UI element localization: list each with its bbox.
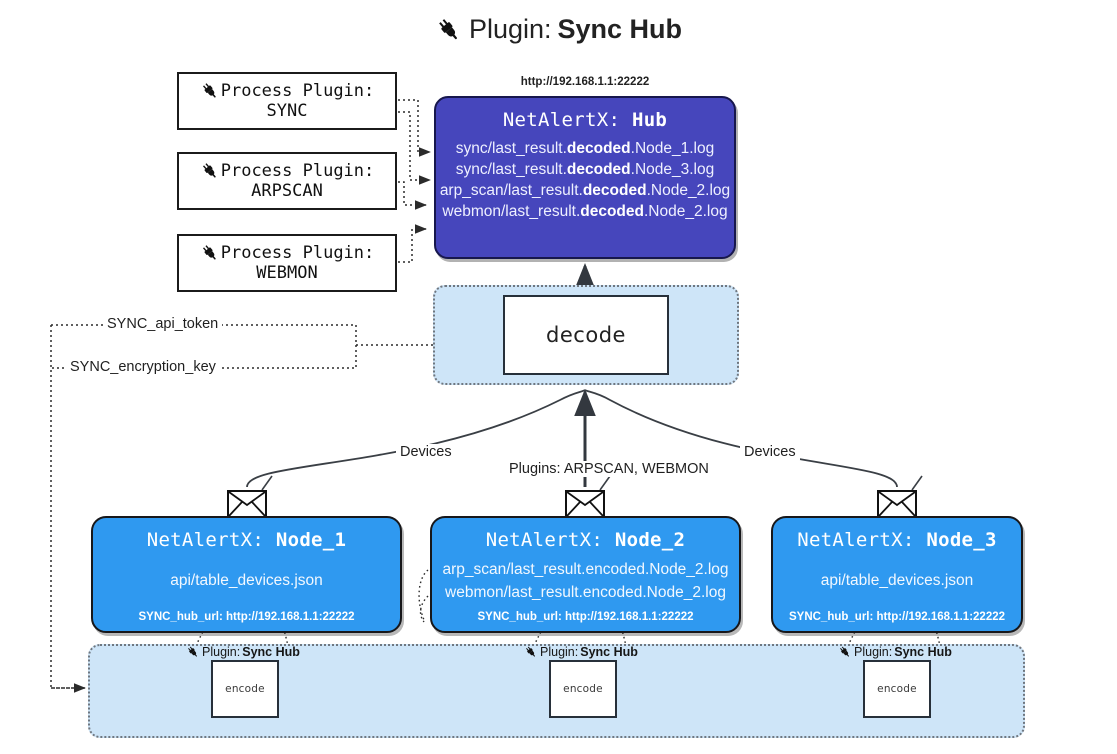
edge-label-devices-left: Devices: [396, 444, 456, 460]
hub-row: sync/last_result.decoded.Node_3.log: [456, 161, 714, 179]
process-plugin-name: ARPSCAN: [251, 181, 323, 201]
hub-row: webmon/last_result.decoded.Node_2.log: [442, 203, 727, 221]
page-title: Plugin: Sync Hub: [0, 14, 1117, 45]
hub-node[interactable]: NetAlertX: Hub sync/last_result.decoded.…: [434, 96, 736, 259]
envelope-icon: [565, 490, 605, 518]
encode-box-2[interactable]: encode: [549, 660, 617, 718]
node-footer: SYNC_hub_url: http://192.168.1.1:22222: [477, 611, 694, 623]
encoder-caption-2: Plugin: Sync Hub: [524, 645, 638, 659]
node-title: NetAlertX: Node_3: [797, 529, 997, 551]
page-title-name: Sync Hub: [557, 14, 683, 44]
plug-icon: [200, 243, 220, 263]
hub-url-label: http://192.168.1.1:22222: [520, 76, 650, 88]
plug-icon: [524, 645, 538, 659]
encode-box-3[interactable]: encode: [863, 660, 931, 718]
hub-row-post: .Node_2.log: [646, 182, 731, 199]
node-title-prefix: NetAlertX:: [485, 529, 615, 551]
node-line: api/table_devices.json: [170, 572, 323, 589]
secret-label-encryption-key: SYNC_encryption_key: [66, 359, 220, 375]
encoder-caption-prefix: Plugin:: [540, 645, 579, 659]
node-line-list: api/table_devices.json: [93, 551, 400, 611]
encoder-caption-3: Plugin: Sync Hub: [838, 645, 952, 659]
hub-row-pre: arp_scan/last_result.: [439, 182, 583, 199]
hub-title-prefix: NetAlertX:: [502, 109, 632, 131]
plug-icon: [200, 81, 220, 101]
hub-title-name: Hub: [631, 109, 668, 131]
node-line: arp_scan/last_result.encoded.Node_2.log: [442, 560, 729, 578]
hub-row-list: sync/last_result.decoded.Node_1.log sync…: [436, 140, 734, 221]
encode-box-1[interactable]: encode: [211, 660, 279, 718]
decode-box[interactable]: decode: [503, 295, 669, 375]
hub-row-emphasis: decoded: [566, 140, 631, 157]
process-plugin-arpscan[interactable]: Process Plugin: ARPSCAN: [177, 152, 397, 210]
hub-row-emphasis: decoded: [580, 203, 644, 220]
node-line: webmon/last_result.encoded.Node_2.log: [445, 583, 726, 601]
node-title-name: Node_1: [275, 529, 347, 551]
process-plugin-label: Process Plugin:: [220, 80, 375, 101]
hub-title: NetAlertX: Hub: [503, 109, 667, 131]
node-footer: SYNC_hub_url: http://192.168.1.1:22222: [138, 611, 355, 623]
node-2[interactable]: NetAlertX: Node_2 arp_scan/last_result.e…: [430, 516, 741, 633]
edge-label-plugins-center: Plugins: ARPSCAN, WEBMON: [505, 461, 713, 477]
hub-row-post: .Node_3.log: [630, 161, 715, 178]
node-title-prefix: NetAlertX:: [797, 529, 927, 551]
node-footer: SYNC_hub_url: http://192.168.1.1:22222: [788, 611, 1006, 623]
encoder-caption-name: Sync Hub: [242, 645, 300, 659]
node-1[interactable]: NetAlertX: Node_1 api/table_devices.json…: [91, 516, 402, 633]
hub-row: arp_scan/last_result.decoded.Node_2.log: [440, 182, 730, 200]
node-line: api/table_devices.json: [820, 572, 974, 589]
plug-icon: [200, 161, 220, 181]
hub-row-pre: sync/last_result.: [455, 140, 567, 157]
encoder-caption-1: Plugin: Sync Hub: [186, 645, 300, 659]
process-plugin-label: Process Plugin:: [220, 242, 375, 263]
node-title: NetAlertX: Node_1: [147, 529, 347, 551]
envelope-icon: [227, 490, 267, 518]
node-title-name: Node_3: [926, 529, 997, 551]
hub-row-post: .Node_1.log: [630, 140, 715, 157]
envelope-icon: [877, 490, 917, 518]
hub-row-pre: webmon/last_result.: [442, 203, 581, 220]
plug-icon: [186, 645, 200, 659]
encoder-caption-prefix: Plugin:: [854, 645, 893, 659]
encoder-caption-name: Sync Hub: [580, 645, 638, 659]
encoder-caption-name: Sync Hub: [894, 645, 952, 659]
hub-row-pre: sync/last_result.: [455, 161, 567, 178]
node-title-prefix: NetAlertX:: [146, 529, 276, 551]
node-line-list: api/table_devices.json: [773, 551, 1021, 611]
edge-label-devices-right: Devices: [740, 444, 800, 460]
process-plugin-name: WEBMON: [256, 263, 318, 283]
hub-row-emphasis: decoded: [582, 182, 647, 199]
plug-icon: [838, 645, 852, 659]
plug-icon: [435, 16, 463, 44]
node-line-list: arp_scan/last_result.encoded.Node_2.log …: [432, 551, 739, 611]
node-3[interactable]: NetAlertX: Node_3 api/table_devices.json…: [771, 516, 1023, 633]
hub-row-post: .Node_2.log: [643, 203, 728, 220]
node-title-name: Node_2: [614, 529, 686, 551]
hub-row-emphasis: decoded: [566, 161, 631, 178]
process-plugin-label: Process Plugin:: [220, 160, 375, 181]
page-title-prefix: Plugin:: [468, 14, 552, 44]
process-plugin-name: SYNC: [266, 101, 308, 121]
hub-row: sync/last_result.decoded.Node_1.log: [456, 140, 714, 158]
encoder-caption-prefix: Plugin:: [202, 645, 241, 659]
process-plugin-sync[interactable]: Process Plugin: SYNC: [177, 72, 397, 130]
node-title: NetAlertX: Node_2: [486, 529, 686, 551]
secret-label-api-token: SYNC_api_token: [103, 316, 223, 332]
process-plugin-webmon[interactable]: Process Plugin: WEBMON: [177, 234, 397, 292]
